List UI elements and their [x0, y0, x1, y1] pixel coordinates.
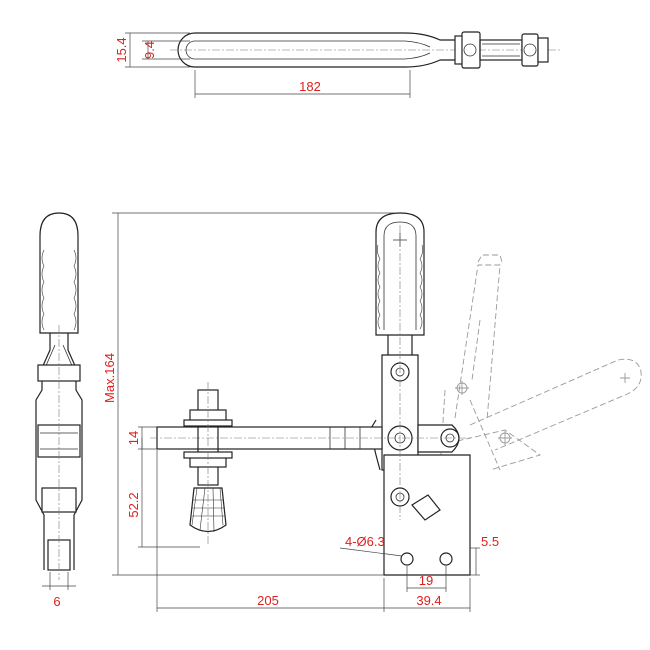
- dim-handle-length: 182: [299, 79, 321, 94]
- front-view-body: [369, 225, 471, 576]
- dim-spindle-height: 52.2: [126, 492, 141, 517]
- dim-max-height: Max.164: [102, 353, 117, 403]
- top-view-linkage: [454, 31, 549, 69]
- front-view-dimensions: [112, 212, 480, 612]
- top-view-dimensions: [125, 32, 411, 98]
- dim-side-width: 6: [53, 594, 60, 609]
- dim-arm-length: 205: [257, 593, 279, 608]
- dim-top-height-outer: 15.4: [114, 37, 129, 62]
- dim-hole-pitch: 19: [419, 573, 433, 588]
- side-view-frame: [35, 325, 83, 580]
- top-view: [125, 31, 560, 98]
- side-view: [35, 212, 83, 590]
- front-view-spindle: [183, 382, 233, 545]
- side-view-dimensions: [42, 572, 76, 590]
- dim-hole-spec: 4-Ø6.3: [345, 534, 385, 549]
- dim-bar-thickness: 14: [126, 431, 141, 445]
- front-view-arm: [150, 426, 470, 450]
- front-view: [112, 212, 642, 612]
- dim-top-height-inner: 9.4: [142, 41, 157, 59]
- dimension-labels: 15.4 9.4 182 Max.164 14 52.2 205 4-Ø6.3 …: [53, 37, 499, 609]
- dim-base-width: 39.4: [416, 593, 441, 608]
- dim-hole-edge: 5.5: [481, 534, 499, 549]
- side-view-grip: [39, 212, 79, 334]
- top-view-handle: [170, 32, 560, 68]
- open-position-ghost: [439, 254, 642, 471]
